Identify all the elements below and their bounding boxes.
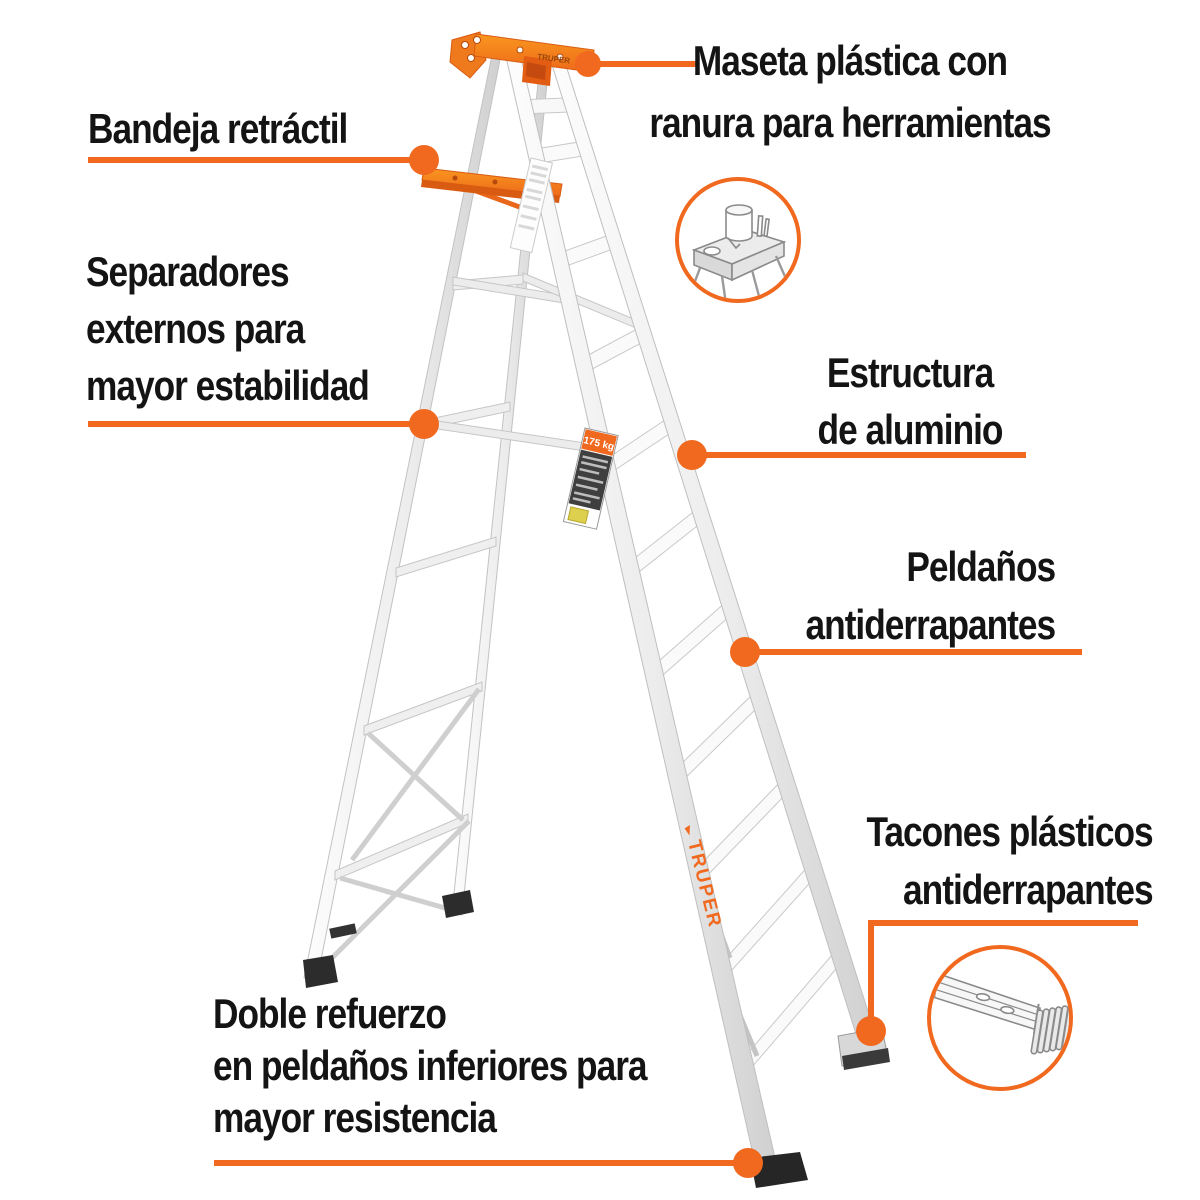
callout-line-text: Tacones plásticos [866, 808, 1154, 855]
callout-line-text: antiderrapantes [903, 866, 1154, 913]
callout-dot-bandeja [409, 145, 439, 175]
callout-line-text: externos para [86, 305, 305, 352]
callout-dot-estructura [677, 440, 707, 470]
step [650, 600, 732, 683]
callout-line-text: Bandeja retráctil [88, 105, 348, 152]
front-section: 175 kg TRUPER [503, 47, 890, 1188]
reinforced-step [719, 861, 816, 981]
front-right-foot-pad [842, 1048, 890, 1070]
step [674, 690, 761, 785]
rear-right-foot [442, 890, 474, 918]
truper-logo-glyph-icon [684, 825, 690, 836]
callout-maseta-label: Maseta plástica con ranura para herramie… [640, 30, 1060, 154]
callout-line-text: Peldaños [906, 543, 1056, 590]
rear-brace [334, 813, 469, 881]
callout-dot-peldanos [730, 637, 760, 667]
callout-line-text: antiderrapantes [805, 601, 1056, 648]
inset-circle-top [675, 177, 801, 303]
callout-dot-maseta [575, 51, 601, 77]
callout-doble-label: Doble refuerzo en peldaños inferiores pa… [213, 988, 648, 1144]
maseta-detail-icon [686, 204, 792, 299]
capacity-sticker: 175 kg [562, 427, 619, 530]
callout-line-text: mayor estabilidad [86, 362, 370, 409]
callout-line-text: mayor resistencia [213, 1094, 497, 1141]
callout-dot-tacones [856, 1016, 886, 1046]
callout-lines [88, 61, 1138, 1166]
callout-separadores-label: Separadores externos para mayor estabili… [86, 243, 370, 414]
rear-left-foot [303, 955, 338, 988]
inset-circle-foot [927, 945, 1073, 1091]
callout-dots [409, 51, 886, 1178]
instruction-strip [509, 157, 554, 254]
callout-dot-separadores [409, 409, 439, 439]
callout-line-text: ranura para herramientas [649, 99, 1051, 146]
top-cap: TRUPER [449, 31, 595, 86]
cap-hook-inner [526, 62, 546, 80]
callout-line-text: de aluminio [817, 406, 1004, 453]
tacon-detail-icon [933, 972, 1069, 1055]
callout-line-text: Separadores [86, 248, 290, 295]
callout-line-text: Doble refuerzo [213, 990, 447, 1037]
callout-bandeja-label: Bandeja retráctil [88, 100, 348, 157]
rear-brace [363, 681, 483, 736]
callout-tacones-label: Tacones plásticos antiderrapantes [866, 803, 1154, 919]
rear-diagonal-braces [330, 687, 482, 960]
callout-peldanos-label: Peldaños antiderrapantes [805, 538, 1056, 654]
sticker-header [581, 429, 617, 456]
front-left-foot [750, 1152, 808, 1188]
callout-dot-doble [733, 1148, 763, 1178]
callout-line-text: Maseta plástica con [692, 37, 1008, 84]
callout-estructura-label: Estructura de aluminio [784, 344, 1036, 458]
callout-line-text: Estructura [826, 349, 994, 396]
callout-line-text: en peldaños inferiores para [213, 1042, 648, 1089]
callout-line-tacones [868, 920, 1138, 1028]
spreader-bars [423, 272, 637, 454]
rear-brace [395, 536, 497, 578]
sticker-chip [567, 506, 590, 525]
leg-strap [329, 923, 357, 939]
